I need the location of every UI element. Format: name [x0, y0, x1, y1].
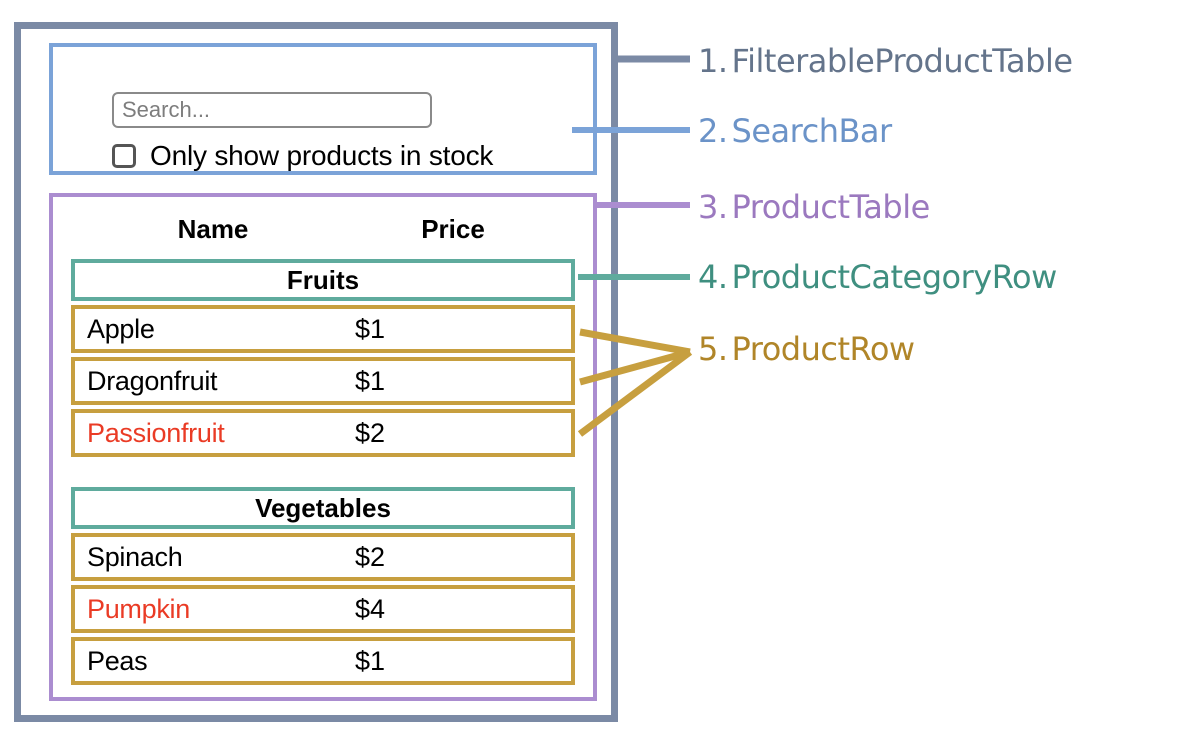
group-spacer — [71, 461, 575, 487]
product-price: $1 — [355, 645, 386, 676]
legend-text: ProductCategoryRow — [731, 258, 1058, 296]
product-name: Passionfruit — [87, 417, 225, 448]
column-header-price: Price — [421, 213, 485, 244]
legend-item-search-bar: 2.SearchBar — [698, 112, 892, 150]
product-rows-area: Fruits Apple $1 Dragonfruit $1 Passionfr… — [71, 259, 575, 689]
product-price: $2 — [355, 417, 386, 448]
legend-number: 5. — [698, 330, 728, 368]
product-name: Spinach — [87, 541, 183, 572]
product-name: Peas — [87, 645, 148, 676]
search-bar-frame: Only show products in stock — [49, 43, 597, 175]
product-row: Passionfruit $2 — [71, 409, 575, 457]
legend-text: ProductRow — [731, 330, 916, 368]
legend-text: FilterableProductTable — [731, 42, 1074, 80]
legend-item-filterable-product-table: 1.FilterableProductTable — [698, 42, 1073, 80]
product-price: $1 — [355, 365, 386, 396]
product-name: Pumpkin — [87, 593, 190, 624]
product-row: Dragonfruit $1 — [71, 357, 575, 405]
product-row: Apple $1 — [71, 305, 575, 353]
product-price: $1 — [355, 313, 386, 344]
product-category-row: Fruits — [71, 259, 575, 301]
in-stock-checkbox-row[interactable]: Only show products in stock — [112, 140, 493, 172]
table-header-row: Name Price — [53, 207, 593, 251]
product-row: Spinach $2 — [71, 533, 575, 581]
column-header-name: Name — [177, 213, 249, 244]
product-row: Peas $1 — [71, 637, 575, 685]
legend-number: 2. — [698, 112, 728, 150]
legend-number: 1. — [698, 42, 728, 80]
product-category-label: Fruits — [286, 264, 360, 295]
product-price: $4 — [355, 593, 386, 624]
product-category-label: Vegetables — [255, 492, 391, 523]
legend-item-product-row: 5.ProductRow — [698, 330, 915, 368]
in-stock-checkbox-label: Only show products in stock — [150, 140, 494, 171]
product-name: Dragonfruit — [87, 365, 218, 396]
product-table-frame: Name Price Fruits Apple $1 Dragonfruit $… — [49, 193, 597, 701]
legend-item-product-table: 3.ProductTable — [698, 188, 930, 226]
legend-number: 4. — [698, 258, 728, 296]
product-price: $2 — [355, 541, 386, 572]
product-row: Pumpkin $4 — [71, 585, 575, 633]
legend-number: 3. — [698, 188, 728, 226]
legend-text: ProductTable — [731, 188, 931, 226]
legend-item-product-category-row: 4.ProductCategoryRow — [698, 258, 1057, 296]
product-name: Apple — [87, 313, 155, 344]
filterable-product-table-frame: Only show products in stock Name Price F… — [14, 22, 618, 722]
legend-text: SearchBar — [731, 112, 893, 150]
product-category-row: Vegetables — [71, 487, 575, 529]
search-input[interactable] — [112, 92, 432, 128]
checkbox-icon[interactable] — [112, 144, 136, 168]
